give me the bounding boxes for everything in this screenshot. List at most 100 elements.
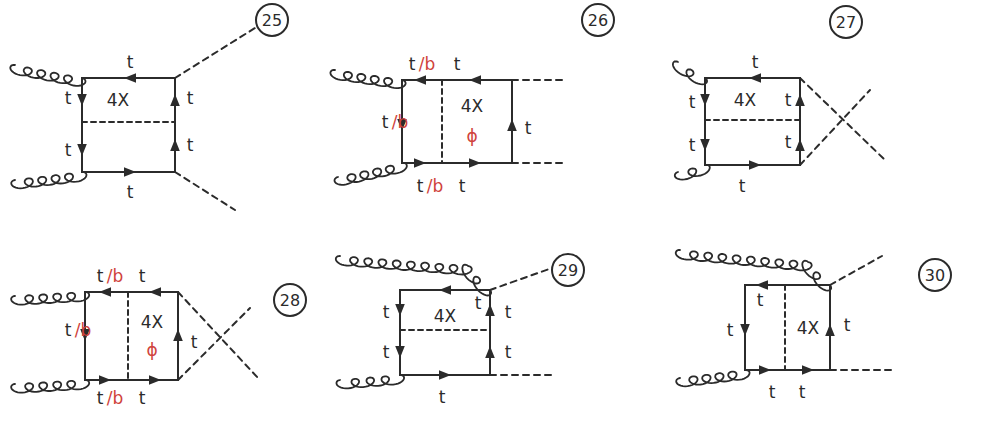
callout-circle: 26: [581, 3, 615, 37]
fermion-arrow: [395, 346, 405, 358]
fermion-arrow: [469, 75, 481, 85]
particle-label: t: [127, 54, 134, 71]
particle-label: t: [65, 90, 72, 107]
fermion-arrow: [507, 119, 517, 131]
fermion-arrow: [700, 94, 710, 106]
callout-circle: 30: [918, 258, 952, 292]
callout-number: 27: [836, 13, 856, 32]
fermion-arrow: [149, 375, 161, 385]
particle-label: t: [191, 334, 198, 351]
particle-label: t: [752, 54, 759, 71]
particle-label: t: [785, 134, 792, 151]
callout-number: 30: [925, 266, 945, 285]
diagram-lines: [82, 28, 892, 380]
callout-number: 28: [280, 291, 300, 310]
particle-label: t: [97, 390, 104, 407]
gluon-line: [11, 292, 89, 305]
particle-label: t: [505, 304, 512, 321]
particle-label: t: [475, 295, 482, 312]
particle-label: t: [139, 268, 146, 285]
callout-number: 25: [262, 11, 282, 30]
gluon-line: [676, 250, 832, 291]
quark-loop: [85, 292, 178, 380]
particle-label: /b: [392, 114, 409, 131]
quark-loop: [745, 285, 830, 370]
callout-number: 29: [558, 261, 578, 280]
particle-label: t: [525, 120, 532, 137]
gluon-line: [11, 172, 86, 188]
particle-label: t: [139, 390, 146, 407]
particle-label: t: [127, 184, 134, 201]
particle-label: t: [844, 317, 851, 334]
scalar-line: [800, 90, 870, 165]
particle-label: t: [409, 56, 416, 73]
fermion-arrow: [173, 329, 183, 341]
particle-label: /b: [107, 268, 124, 285]
scalar-line: [800, 78, 885, 160]
particle-label: t: [505, 344, 512, 361]
particle-label: 4X: [434, 308, 456, 325]
fermion-arrow: [439, 370, 451, 380]
scalar-line: [830, 369, 892, 371]
gluon-line: [675, 165, 710, 180]
fermion-arrow: [124, 73, 136, 83]
fermion-arrow: [170, 94, 180, 106]
particle-label: t: [689, 137, 696, 154]
particle-label: t: [454, 56, 461, 73]
fermion-arrows: [77, 73, 835, 385]
particle-label: t: [785, 92, 792, 109]
quark-loop: [402, 80, 512, 163]
scalar-line: [490, 268, 552, 290]
scalar-line: [490, 374, 552, 376]
particle-label: /b: [75, 322, 92, 339]
scalar-line: [175, 172, 235, 210]
gluon-line: [336, 256, 491, 296]
fermion-arrow: [414, 75, 426, 85]
scalar-line: [400, 329, 490, 331]
particle-label: /b: [427, 178, 444, 195]
gluon-line: [10, 65, 85, 86]
fermion-arrow: [700, 139, 710, 151]
scalar-line: [830, 256, 882, 285]
fermion-arrow: [485, 304, 495, 316]
fermion-arrow: [149, 287, 161, 297]
fermion-arrow: [802, 365, 814, 375]
fermion-arrow: [124, 167, 136, 177]
scalar-line: [178, 308, 250, 380]
particle-label: t: [383, 304, 390, 321]
gluon-line: [11, 380, 89, 393]
gluon-line: [337, 375, 405, 388]
fermion-arrow: [469, 158, 481, 168]
callout-circle: 25: [255, 3, 289, 37]
callout-circle: 28: [273, 283, 307, 317]
quark-loop: [400, 290, 490, 375]
callout-circle: 27: [829, 5, 863, 39]
particle-label: t: [417, 178, 424, 195]
scalar-line: [512, 79, 562, 81]
scalar-line: [784, 285, 786, 370]
fermion-arrow: [485, 346, 495, 358]
particle-label: t: [739, 178, 746, 195]
fermion-arrow: [749, 73, 761, 83]
quark-loop: [82, 78, 175, 172]
particle-label: t: [439, 389, 446, 406]
particle-label: t: [757, 292, 764, 309]
gluon-line: [335, 163, 407, 185]
fermion-arrow: [825, 324, 835, 336]
particle-label: t: [187, 90, 194, 107]
particle-label: t: [187, 137, 194, 154]
gluon-line: [330, 70, 405, 88]
scalar-line: [705, 119, 800, 121]
gluon-line: [673, 61, 707, 84]
fermion-arrow: [795, 139, 805, 151]
particle-label: 4X: [461, 98, 483, 115]
fermion-arrow: [77, 144, 87, 156]
fermion-arrow: [749, 160, 761, 170]
particle-label: t: [459, 178, 466, 195]
particle-label: 4X: [797, 320, 819, 337]
particle-label: t: [65, 322, 72, 339]
fermion-arrow: [99, 287, 111, 297]
particle-label: t: [382, 114, 389, 131]
